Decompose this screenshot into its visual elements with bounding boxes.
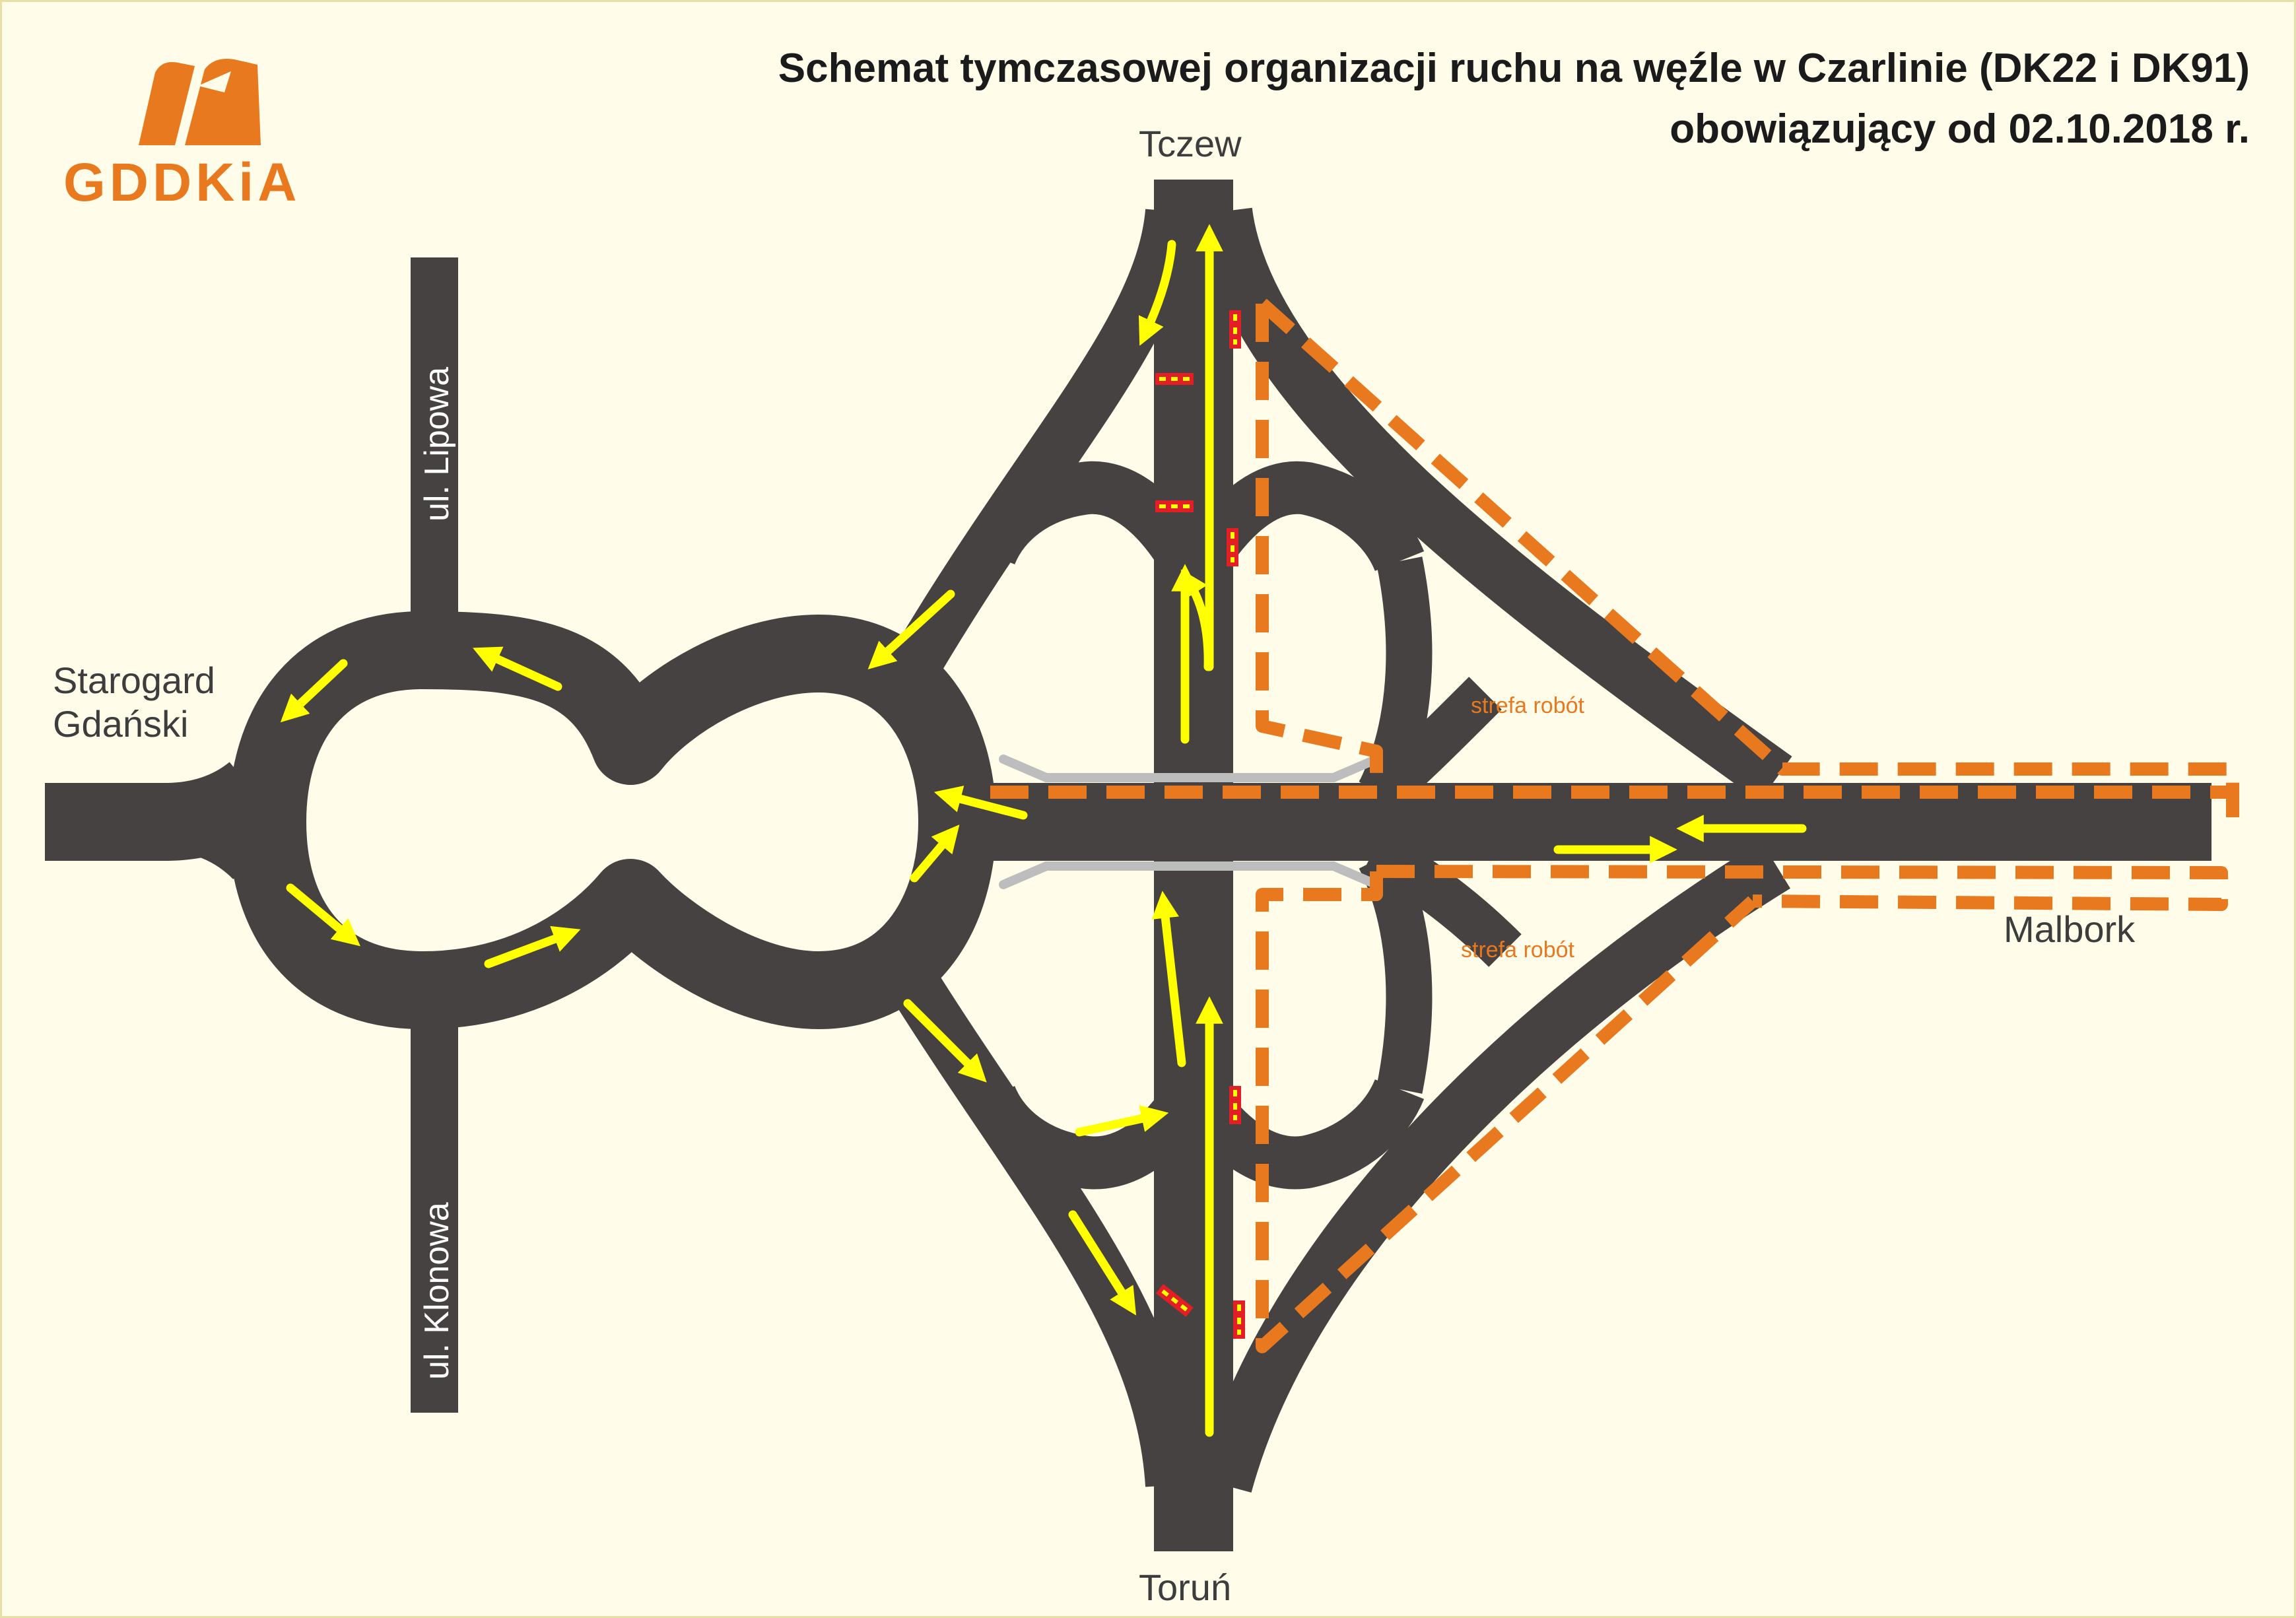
label-starogard-line1: Starogard xyxy=(53,659,215,701)
arrow-dk91-southbound-exit xyxy=(1138,240,1176,346)
label-torun: Toruń xyxy=(1139,1567,1232,1608)
label-tczew: Tczew xyxy=(1139,123,1242,164)
arrow-sw-ramp-down xyxy=(903,999,987,1083)
road-ramp-northeast xyxy=(1197,207,1792,802)
title-line-1: Schemat tymczasowej organizacji ruchu na… xyxy=(778,46,2250,91)
bridge-rail-north xyxy=(999,755,1381,782)
barrier xyxy=(1155,1284,1194,1317)
label-ul-klonowa: ul. Klonowa xyxy=(418,1202,456,1380)
barriers xyxy=(1155,310,1245,1339)
arrow-roundabout-entry-west xyxy=(933,786,1028,820)
title-line-2: obowiązujący od 02.10.2018 r. xyxy=(1670,106,2250,152)
barrier xyxy=(1229,1086,1241,1124)
arrow-roundabout-nw xyxy=(473,646,562,691)
arrow-nw-ramp-down xyxy=(867,590,955,669)
road-loop-northwest xyxy=(965,461,1217,588)
gddkia-road-logo-icon xyxy=(139,59,261,145)
traffic-arrows xyxy=(280,224,1807,1437)
bridge-rails xyxy=(999,755,1381,889)
road-ramp-southwest xyxy=(895,976,1198,1487)
label-work-zone-lower: strefa robót xyxy=(1461,937,1574,962)
arrow-roundabout-exit-east xyxy=(910,825,960,883)
road-network xyxy=(45,180,2212,1551)
work-zone-dk22-westbound xyxy=(990,786,2239,819)
label-ul-lipowa: ul. Lipowa xyxy=(418,366,456,522)
road-ramp-northwest xyxy=(895,208,1198,674)
label-malbork: Malbork xyxy=(2004,908,2136,950)
arrow-roundabout-south xyxy=(484,926,581,968)
arrow-lower-nb-2 xyxy=(1180,569,1213,671)
arrow-sw-loop xyxy=(1075,1105,1169,1137)
barrier xyxy=(1233,1300,1245,1339)
barrier xyxy=(1155,373,1194,385)
work-zone-dk22-eastbound xyxy=(1376,865,2228,911)
barrier xyxy=(1227,528,1238,566)
label-starogard: Starogard Gdański xyxy=(53,659,215,746)
map-title: Schemat tymczasowej organizacji ruchu na… xyxy=(778,38,2250,160)
arrow-sw-to-south xyxy=(1068,1210,1137,1316)
label-work-zone-upper: strefa robót xyxy=(1471,693,1584,718)
road-loop-northeast xyxy=(1170,461,1425,588)
barrier xyxy=(1229,310,1241,349)
road-connector-upper-east xyxy=(1359,677,1502,817)
arrow-roundabout-west-down xyxy=(280,659,348,723)
road-loop-southeast xyxy=(1171,1074,1425,1190)
road-ramp-southeast xyxy=(1198,841,1791,1493)
label-starogard-line2: Gdański xyxy=(53,703,189,745)
road-figure-eight-roundabout xyxy=(228,611,996,1029)
work-zone-boundary xyxy=(990,298,2239,1353)
work-zone-south xyxy=(1256,871,1757,1353)
road-connector-south xyxy=(1359,848,1433,1094)
barrier xyxy=(1155,500,1194,512)
arrow-dk91-nb-south-exit xyxy=(1151,891,1186,1067)
bridge-rail-south xyxy=(999,861,1381,889)
logo-wordmark: GDDKiA xyxy=(63,152,301,213)
arrow-roundabout-sw xyxy=(286,883,360,947)
